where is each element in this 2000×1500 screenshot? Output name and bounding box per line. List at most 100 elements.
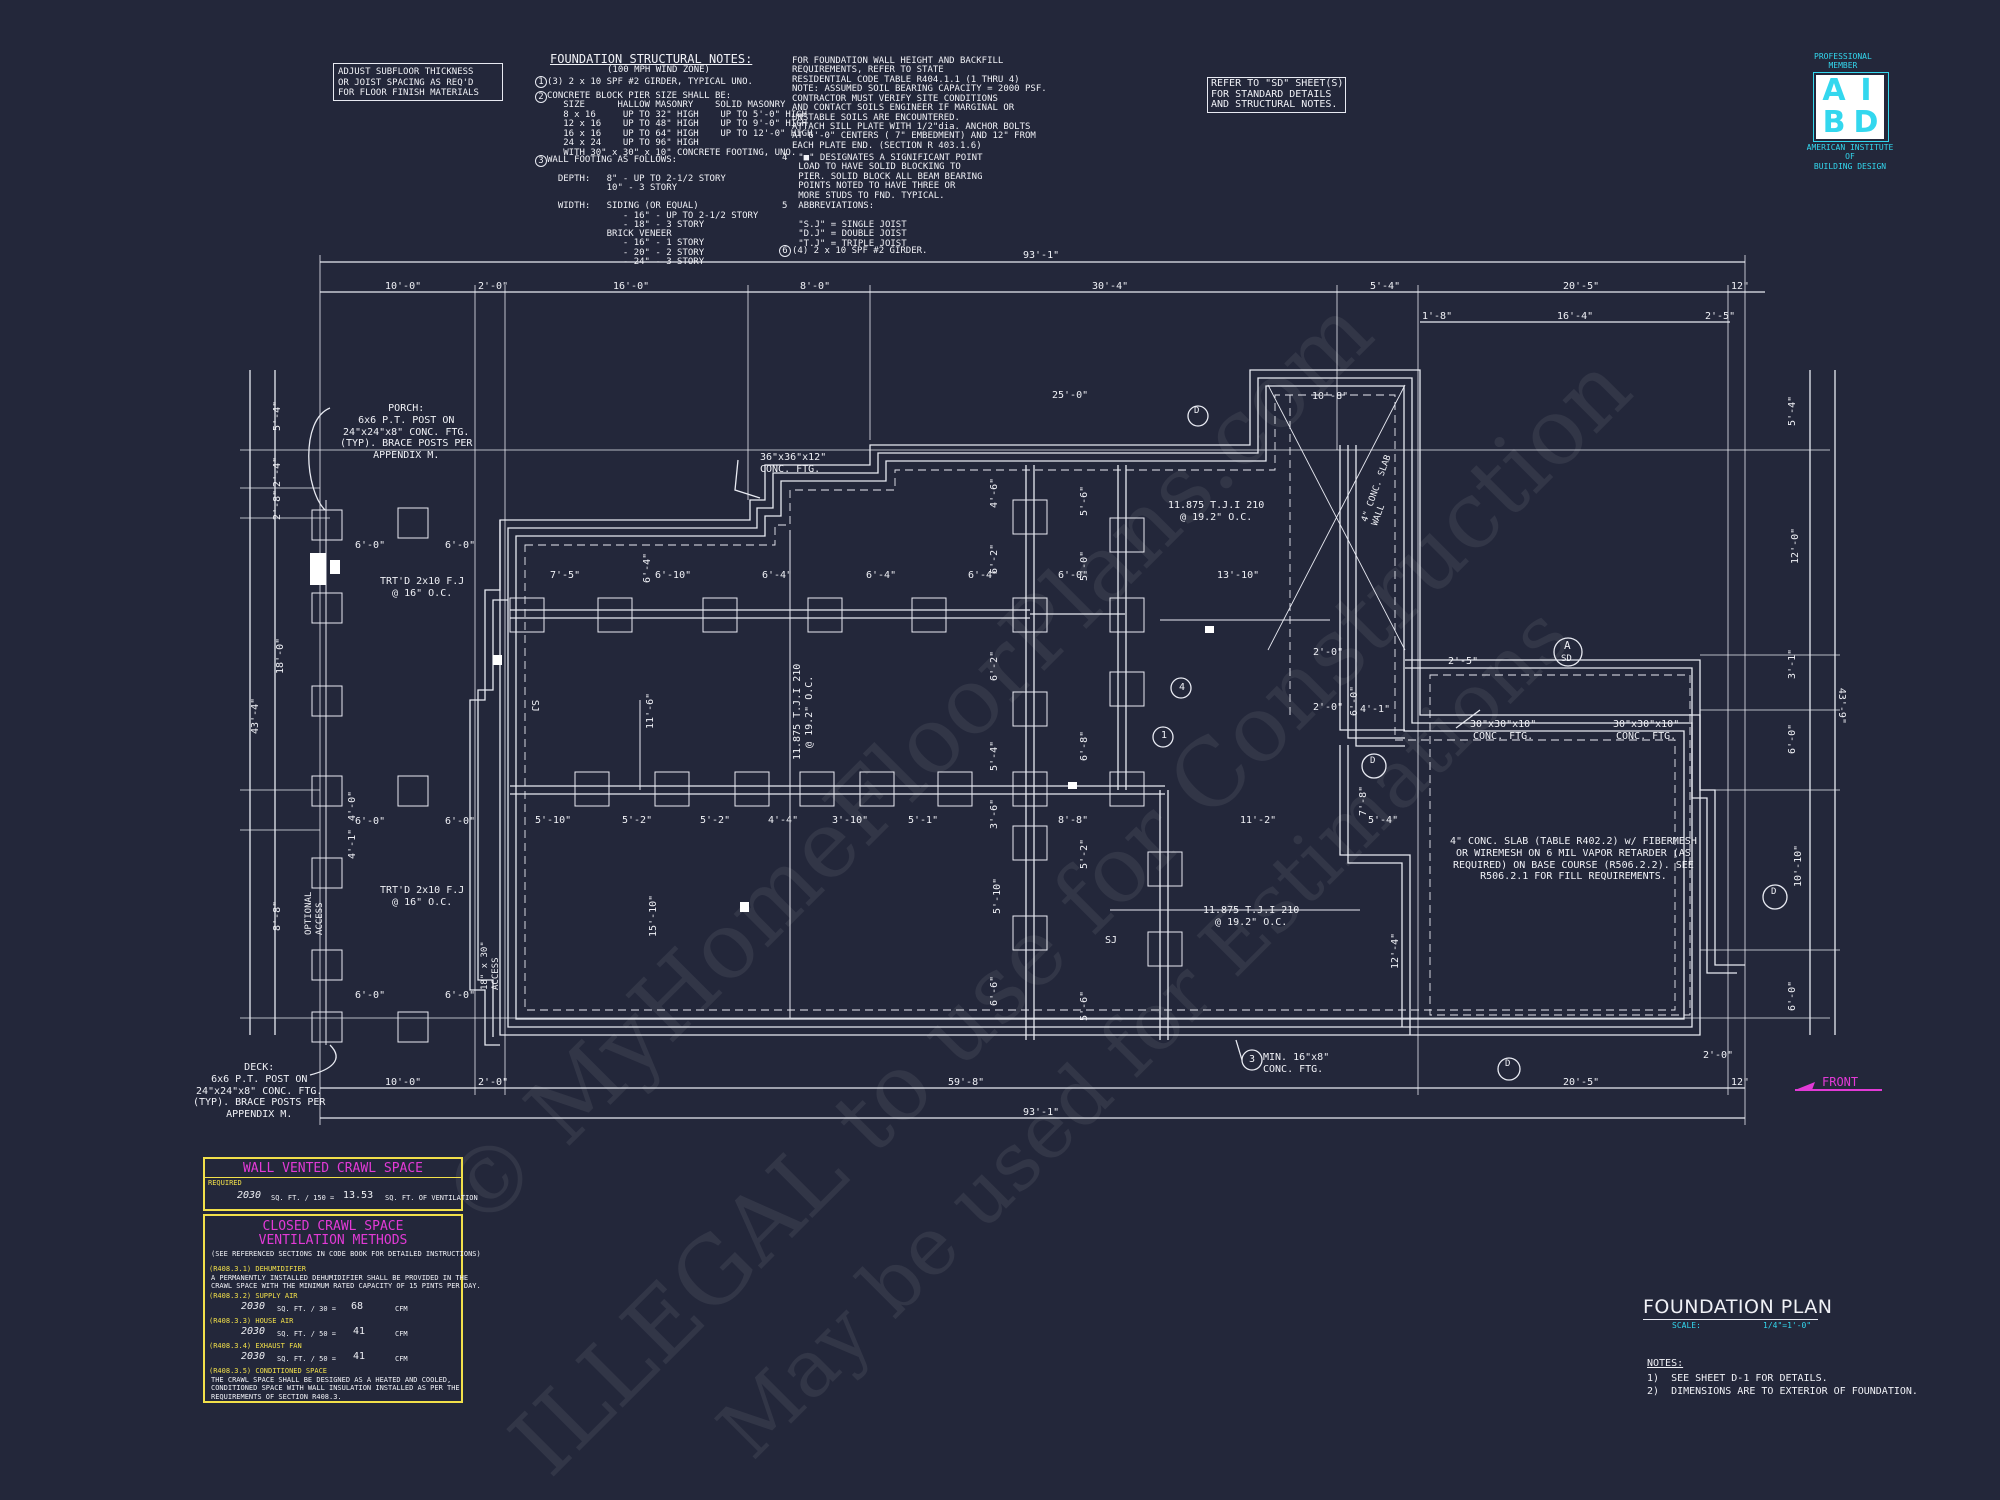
dim-inner-13: 5'-2" <box>1079 838 1091 869</box>
supply-val: 68 <box>351 1301 364 1312</box>
exhaust-op: SQ. FT. / 50 = <box>277 1355 337 1363</box>
dim-deck-1: 6'-0" <box>445 540 476 551</box>
scale-value: 1/4"=1'-0" <box>1763 1321 1812 1330</box>
note-2: CONCRETE BLOCK PIER SIZE SHALL BE: SIZE … <box>547 91 813 158</box>
dim-right-2: 3'-1" <box>1787 648 1799 679</box>
dim-top-total: 93'-1" <box>1023 250 1060 261</box>
note-tag-6: 6 <box>779 245 791 257</box>
dim-deck-2: 6'-0" <box>355 816 386 827</box>
dim-inner-12: 6'-8" <box>1079 730 1091 761</box>
dim-top-2: 16'-0" <box>613 281 650 292</box>
scale-label: SCALE: <box>1672 1321 1701 1330</box>
dim-row2-0: 5'-10" <box>535 815 572 826</box>
dim-top2-0: 1'-8" <box>1422 311 1453 322</box>
dim-right-4: 10'-10" <box>1793 844 1805 887</box>
exhaust-val: 41 <box>353 1351 366 1362</box>
note-6: (4) 2 x 10 SPF #2 GIRDER. <box>792 246 928 256</box>
dim-inner-4: 6'-6" <box>989 975 1001 1006</box>
tag-d-label-2: D <box>1771 887 1777 897</box>
dim-inner-5: 6'-2" <box>989 543 1001 574</box>
deck-label: DECK: 6x6 P.T. POST ON 24"x24"x8" CONC. … <box>193 1062 326 1121</box>
dim-right-3: 6'-0" <box>1787 723 1799 754</box>
dim-top-3: 8'-0" <box>800 281 831 292</box>
closed-crawl-sub: (SEE REFERENCED SECTIONS IN CODE BOOK FO… <box>211 1250 481 1258</box>
dim-inner-20: 4'-1" <box>1360 704 1391 715</box>
tji-label-vertical: 11.875 T.J.I 210 @ 19.2" O.C. <box>792 663 815 760</box>
closed-crawl-box: CLOSED CRAWL SPACE VENTILATION METHODS (… <box>203 1214 481 1403</box>
logo-letter-d: D <box>1848 107 1884 139</box>
vent-required-label: REQUIRED <box>208 1179 242 1187</box>
conc-ftg-36-label: 36"x36"x12" CONC. FTG. <box>760 452 827 475</box>
dim-bot-2: 59'-8" <box>948 1077 985 1088</box>
dim-25: 25'-0" <box>1052 390 1089 401</box>
dim-row1-5: 6'-0" <box>1058 570 1089 581</box>
dim-deck-5: 6'-0" <box>445 990 476 1001</box>
dim-row2-7: 11'-2" <box>1240 815 1277 826</box>
dim-left-0: 5'-4" <box>272 400 284 431</box>
trtd-joist-label-1: TRT'D 2x10 F.J @ 16" O.C. <box>380 576 465 599</box>
dim-inner-0: 6'-4" <box>642 552 654 583</box>
trtd-joist-label-2: TRT'D 2x10 F.J @ 16" O.C. <box>380 885 465 908</box>
subfloor-note: ADJUST SUBFLOOR THICKNESS OR JOIST SPACI… <box>338 67 479 99</box>
dim-bot-1: 2'-0" <box>478 1077 509 1088</box>
dim-top-7: 12" <box>1731 281 1750 292</box>
dim-row2-6: 8'-8" <box>1058 815 1089 826</box>
dim-row1-2: 6'-4" <box>762 570 793 581</box>
dim-inner-18: 2'-0" <box>1313 647 1344 658</box>
dim-inner-21: 2'-5" <box>1448 656 1479 667</box>
structural-notes-subtitle: (100 MPH WIND ZONE) <box>607 65 710 75</box>
tji-label-2: 11.875 T.J.I 210 @ 19.2" O.C. <box>1203 905 1300 928</box>
tag-3-label: 3 <box>1249 1054 1256 1065</box>
note-tag-3: 3 <box>535 155 547 167</box>
dim-inner-1: 11'-6" <box>645 692 657 729</box>
note-4: 4 "■" DESIGNATES A SIGNIFICANT POINT LOA… <box>782 153 983 201</box>
house-val: 41 <box>353 1326 366 1337</box>
dim-inner-2: 15'-10" <box>648 894 660 937</box>
dim-deck-3: 6'-0" <box>445 816 476 827</box>
dim-row2-1: 5'-2" <box>622 815 653 826</box>
wall-vented-title: WALL VENTED CRAWL SPACE <box>242 1161 423 1176</box>
dim-left-4: 8'-8" <box>272 900 284 931</box>
dim-left-2: 2'-8" <box>272 489 284 520</box>
dim-left-1: 2'-4" <box>272 456 284 487</box>
supply-unit: CFM <box>395 1305 408 1313</box>
dim-right-0: 5'-4" <box>1787 395 1799 426</box>
exhaust-area: 2030 <box>241 1351 266 1362</box>
note-5: 5 ABBREVIATIONS: "S.J" = SINGLE JOIST "D… <box>782 201 907 249</box>
logo-letter-a: A <box>1816 75 1852 107</box>
dim-row1-6: 13'-10" <box>1217 570 1260 581</box>
plan-title-underline <box>1643 1319 1818 1320</box>
refer-note: REFER TO "SD" SHEET(S) FOR STANDARD DETA… <box>1211 78 1344 110</box>
dim-left-6: 4'-1" <box>347 828 359 859</box>
dim-bot-0: 10'-0" <box>385 1077 422 1088</box>
dim-inner-14: 5'-6" <box>1079 990 1091 1021</box>
dim-right-1: 12'-0" <box>1790 527 1802 564</box>
note-col2a: FOR FOUNDATION WALL HEIGHT AND BACKFILL … <box>792 56 1047 123</box>
house-op: SQ. FT. / 50 = <box>277 1330 337 1338</box>
tag-4-label: 4 <box>1179 682 1186 693</box>
dim-inner-16: 7'-8" <box>1358 785 1370 816</box>
front-label: FRONT <box>1822 1075 1859 1089</box>
tji-label-1: 11.875 T.J.I 210 @ 19.2" O.C. <box>1168 500 1265 523</box>
dim-top2-1: 16'-4" <box>1557 311 1594 322</box>
note-col2b: ATTACH SILL PLATE WITH 1/2"dia. ANCHOR B… <box>792 122 1036 151</box>
vent-area: 2030 <box>237 1190 262 1201</box>
dim-left-total: 43'-4" <box>250 697 262 734</box>
dim-bot-total: 93'-1" <box>1023 1107 1060 1118</box>
supply-area: 2030 <box>241 1301 266 1312</box>
dim-row1-1: 6'-10" <box>655 570 692 581</box>
note-3: WALL FOOTING AS FOLLOWS: DEPTH: 8" - UP … <box>547 155 759 267</box>
dim-row2-8: 5'-4" <box>1368 815 1399 826</box>
dim-row2-5: 5'-1" <box>908 815 939 826</box>
dehum-text: A PERMANENTLY INSTALLED DEHUMIDIFIER SHA… <box>211 1274 481 1291</box>
plan-note-1: 1) SEE SHEET D-1 FOR DETAILS. <box>1647 1373 1828 1384</box>
house-unit: CFM <box>395 1330 408 1338</box>
ftg-30-label-a: 30"x30"x10" CONC. FTG. <box>1470 719 1537 742</box>
dim-inner-10: 5'-6" <box>1079 485 1091 516</box>
dim-bot-4: 12" <box>1731 1077 1750 1088</box>
dehum-head: (R408.3.1) DEHUMIDIFIER <box>209 1265 306 1273</box>
optional-access-label: OPTIONAL ACCESS <box>304 891 325 935</box>
dim-row1-4: 6'-4" <box>968 570 999 581</box>
cond-text: THE CRAWL SPACE SHALL BE DESIGNED AS A H… <box>211 1376 460 1401</box>
dim-inner-7: 5'-4" <box>989 740 1001 771</box>
